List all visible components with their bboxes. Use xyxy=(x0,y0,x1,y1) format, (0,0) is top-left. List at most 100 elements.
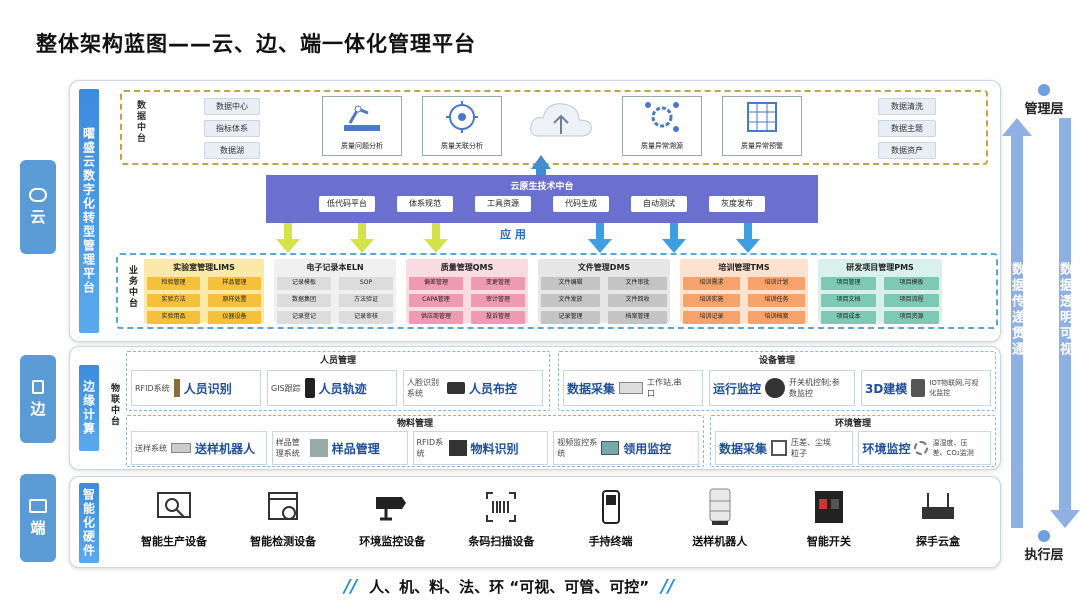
module-cell: 培训实施 xyxy=(683,294,740,307)
apply-label: 应 用 xyxy=(500,226,526,242)
person-item: GIS跟踪 人员轨迹 xyxy=(267,370,397,406)
handheld-terminal-icon xyxy=(591,487,631,527)
item-main: 人员识别 xyxy=(184,380,232,397)
module-cell: 实验方法 xyxy=(147,294,200,307)
module-cell: 项目文档 xyxy=(821,294,876,307)
module-cell: 培训任务 xyxy=(748,294,805,307)
person-mgmt: 人员管理 RFID系统 人员识别 GIS跟踪 人员轨迹 人脸识别系统人员布控 xyxy=(126,351,550,411)
hardware-label: 条码扫描设备 xyxy=(468,533,534,549)
cloud-icon xyxy=(29,188,47,202)
module-cell: 检验管理 xyxy=(147,277,200,290)
hardware-item: 环境监控设备 xyxy=(344,487,440,549)
item-sub: 温湿度、压差、CO₂监测 xyxy=(932,438,974,458)
module-pms: 研发项目管理PMS 项目管理 项目模板 项目文档 项目流程 项目成本 项目资源 xyxy=(818,259,942,323)
env-title: 环境管理 xyxy=(711,416,995,429)
item-sub: 样品管理系统 xyxy=(276,437,306,459)
module-title: 文件管理DMS xyxy=(541,262,667,273)
video-monitor-icon xyxy=(601,441,619,455)
hardware-label: 环境监控设备 xyxy=(359,533,425,549)
module-cell: 数据集团 xyxy=(277,294,331,307)
gear-network-icon xyxy=(642,99,682,135)
analysis-label: 质量关联分析 xyxy=(441,141,483,151)
module-cell: 记录模板 xyxy=(277,277,331,290)
inspection-device-icon xyxy=(263,487,303,527)
data-right-list: 数据清洗 数据主题 数据资产 xyxy=(878,98,936,159)
data-item: 数据主题 xyxy=(878,120,936,137)
camera-icon xyxy=(447,382,465,394)
module-cell: 项目资源 xyxy=(884,311,939,324)
device-row: 智能生产设备 智能检测设备 环境监控设备 条码扫描设备 手持终端 送样机器人 智… xyxy=(126,487,986,549)
module-cell: 偏差管理 xyxy=(409,277,463,290)
module-cell: 方法验证 xyxy=(339,294,393,307)
people-icon xyxy=(1038,530,1050,542)
item-sub: RFID系统 xyxy=(135,383,170,394)
module-cell: 仪器设备 xyxy=(208,311,261,324)
module-cell: 培训需求 xyxy=(683,277,740,290)
device-title: 设备管理 xyxy=(559,353,995,366)
monitor-camera-icon xyxy=(765,378,785,398)
material-items: 送样系统送样机器人 样品管理系统样品管理 RFID系统物料识别 视频监控系统领用… xyxy=(127,429,703,467)
barcode-scan-icon xyxy=(481,487,521,527)
hardware-item: 条码扫描设备 xyxy=(453,487,549,549)
down-arrow-icon xyxy=(350,223,374,253)
down-arrow-icon xyxy=(736,223,760,253)
brain-icon xyxy=(442,99,482,135)
rfid-gate-icon xyxy=(449,440,467,456)
edge-panel: 边缘计算 物联中台 人员管理 RFID系统人员识别 GIS跟踪人员轨迹 人脸识别… xyxy=(69,346,1001,470)
module-cell: 实验用品 xyxy=(147,311,200,324)
hardware-label: 送样机器人 xyxy=(692,533,747,549)
cloud-panel: 曜盛云数字化转型管理平台 数据中台 数据中心 指标体系 数据湖 质量问题分析 质… xyxy=(69,80,1001,342)
analysis-card: 质量异常预警 xyxy=(722,96,802,156)
module-cell: 文件编辑 xyxy=(541,277,600,290)
module-title: 质量管理QMS xyxy=(409,262,525,273)
module-cell: CAPA管理 xyxy=(409,294,463,307)
data-center-label: 数据中台 xyxy=(134,100,147,144)
sensor-icon xyxy=(771,440,787,456)
tier-cloud-label: 云 xyxy=(30,206,45,227)
execution-layer: 执行层 xyxy=(1019,530,1069,563)
security-camera-icon xyxy=(372,487,412,527)
material-item: 视频监控系统领用监控 xyxy=(553,431,699,465)
module-cell: 原样处置 xyxy=(208,294,261,307)
down-arrow-icon xyxy=(662,223,686,253)
item-sub: GIS跟踪 xyxy=(271,383,301,394)
item-sub: RFID系统 xyxy=(417,437,445,459)
module-lims: 实验室管理LIMS 检验管理 样品管理 实验方法 原样处置 实验用品 仪器设备 xyxy=(144,259,264,323)
hardware-item: 探手云盒 xyxy=(890,487,986,549)
data-item: 数据清洗 xyxy=(878,98,936,115)
person-item: RFID系统 人员识别 xyxy=(131,370,261,406)
iot-label: 物联中台 xyxy=(108,383,121,427)
analysis-cards: 质量问题分析 质量关联分析 质量异常溯源 质量异常预警 xyxy=(322,96,802,156)
item-main: 数据采集 xyxy=(567,380,615,397)
module-title: 培训管理TMS xyxy=(683,262,805,273)
data-item: 数据湖 xyxy=(204,142,260,159)
down-arrow-icon xyxy=(588,223,612,253)
item-main: 人员轨迹 xyxy=(319,380,367,397)
hardware-item: 智能生产设备 xyxy=(126,487,222,549)
hardware-item: 手持终端 xyxy=(563,487,659,549)
module-cell: 培训记录 xyxy=(683,311,740,324)
tech-item: 工具资源 xyxy=(475,196,531,212)
item-sub: 压差、尘埃粒子 xyxy=(791,437,833,459)
footer-text: 人、机、料、法、环 “可视、可管、可控” xyxy=(369,576,649,597)
analysis-card: 质量问题分析 xyxy=(322,96,402,156)
module-title: 实验室管理LIMS xyxy=(147,262,261,273)
module-cell: 供应商管理 xyxy=(409,311,463,324)
module-cell: 变更管理 xyxy=(471,277,525,290)
tech-item: 体系规范 xyxy=(397,196,453,212)
module-cell: 培训计划 xyxy=(748,277,805,290)
down-flow-label: 数据透明可视 xyxy=(1055,262,1074,358)
module-cell: 记录登记 xyxy=(277,311,331,324)
tier-end: 端 xyxy=(20,474,56,562)
device-item: 运行监控开关机控制;参数监控 xyxy=(709,370,855,406)
cloud-tech-platform: 云原生技术中台 低代码平台 体系规范 工具资源 代码生成 自动测试 灰度发布 xyxy=(266,175,818,223)
management-label: 管理层 xyxy=(1019,98,1069,117)
module-cell: 项目流程 xyxy=(884,294,939,307)
person-title: 人员管理 xyxy=(127,353,549,366)
module-cell: 审计管理 xyxy=(471,294,525,307)
material-item: 样品管理系统样品管理 xyxy=(272,431,408,465)
tier-cloud: 云 xyxy=(20,160,56,254)
tech-item: 代码生成 xyxy=(553,196,609,212)
module-cell: 投诉管理 xyxy=(471,311,525,324)
person-item: 人脸识别系统人员布控 xyxy=(403,370,543,406)
